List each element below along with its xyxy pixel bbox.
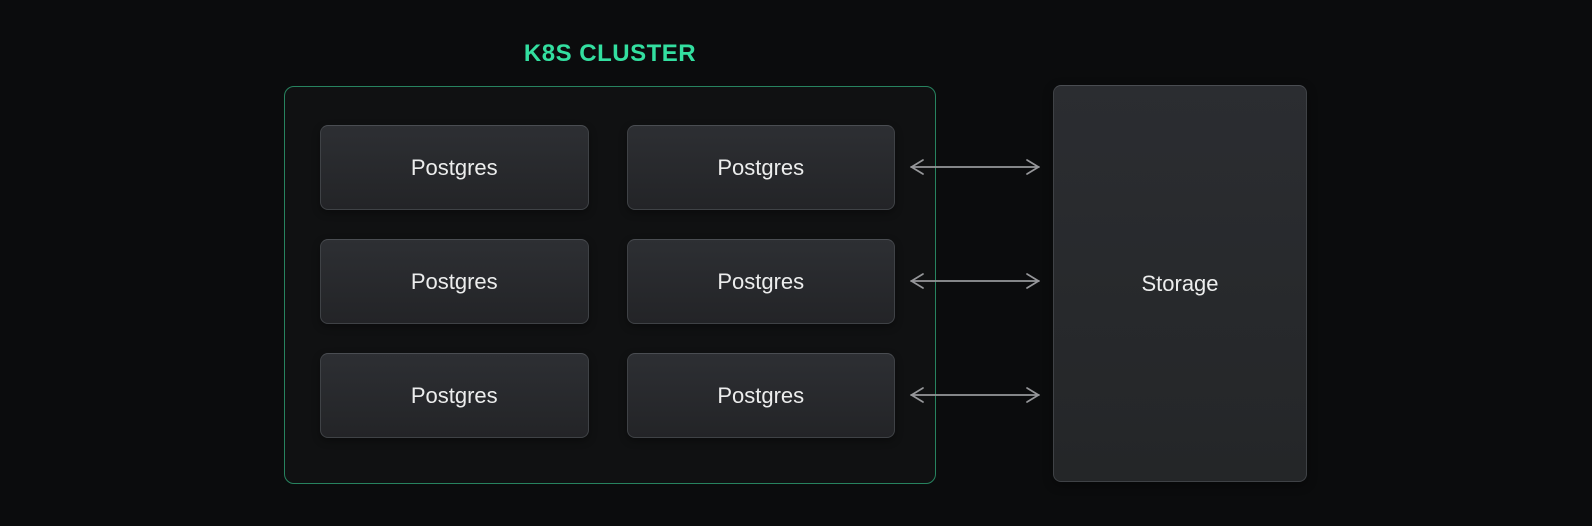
bidirectional-arrow-icon	[910, 387, 1040, 403]
postgres-node: Postgres	[626, 239, 895, 324]
postgres-node: Postgres	[626, 125, 895, 210]
postgres-node: Postgres	[320, 125, 589, 210]
storage-box: Storage	[1053, 85, 1307, 482]
postgres-node: Postgres	[320, 239, 589, 324]
storage-label: Storage	[1141, 270, 1219, 296]
k8s-cluster-box: Postgres Postgres Postgres Postgres Post…	[284, 86, 936, 484]
postgres-node-label: Postgres	[410, 268, 498, 294]
bidirectional-arrow-icon	[910, 273, 1040, 289]
postgres-node-label: Postgres	[717, 154, 805, 180]
postgres-node: Postgres	[626, 353, 895, 438]
postgres-node-label: Postgres	[410, 154, 498, 180]
postgres-node: Postgres	[320, 353, 589, 438]
postgres-node-label: Postgres	[717, 382, 805, 408]
postgres-node-label: Postgres	[410, 382, 498, 408]
bidirectional-arrow-icon	[910, 159, 1040, 175]
postgres-node-label: Postgres	[717, 268, 805, 294]
cluster-title: K8S CLUSTER	[523, 40, 697, 67]
